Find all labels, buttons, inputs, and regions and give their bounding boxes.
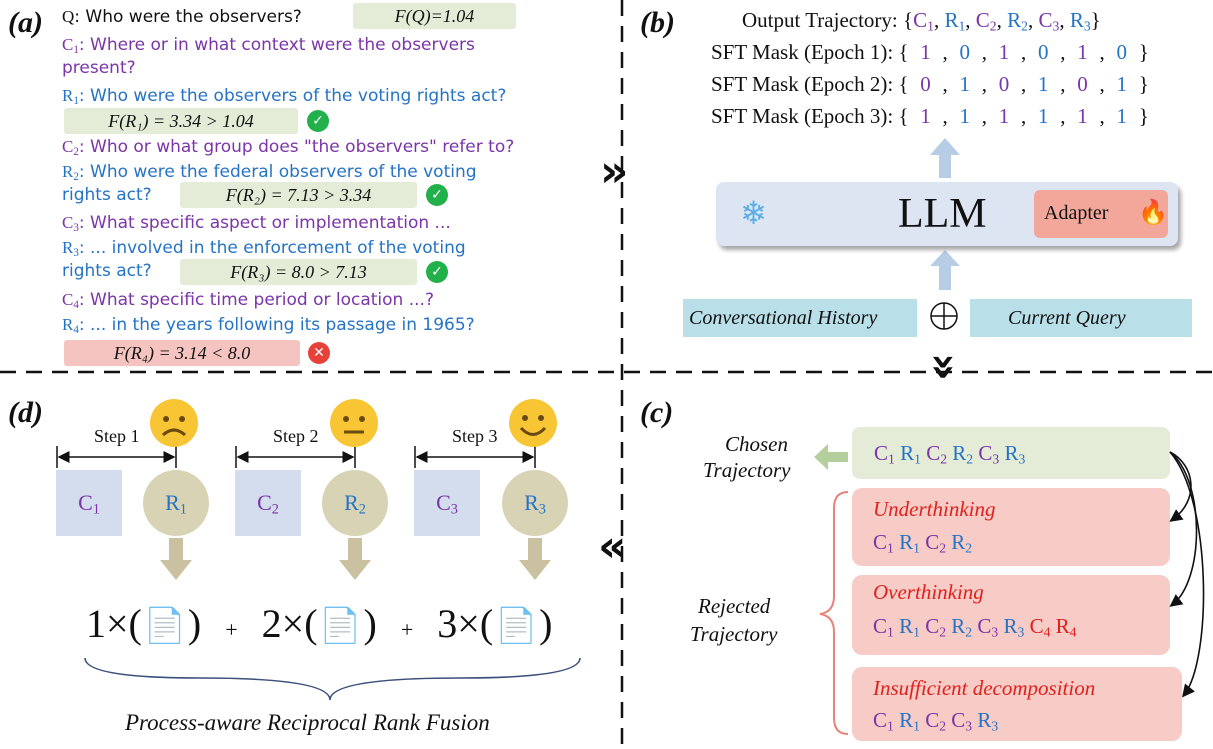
document-icon: 📄 bbox=[319, 606, 362, 646]
output-trajectory-row: Output Trajectory: {C1, R1, C2, R2, C3, … bbox=[742, 8, 1101, 34]
underthinking-label: Underthinking bbox=[873, 497, 996, 521]
query-line: Q: Who were the observers? bbox=[62, 5, 302, 29]
step2-label: Step 2 bbox=[273, 426, 319, 446]
check-icon: ✓ bbox=[426, 184, 448, 206]
history-box bbox=[683, 299, 917, 337]
rejected-label-2: Trajectory bbox=[690, 622, 778, 646]
fusion-caption: Process-aware Reciprocal Rank Fusion bbox=[125, 710, 490, 735]
panel-a-label: (a) bbox=[8, 6, 43, 39]
panel-d-label: (d) bbox=[8, 396, 43, 429]
check-icon: ✓ bbox=[426, 261, 448, 283]
c4-line: C4: What specific time period or locatio… bbox=[62, 290, 434, 311]
rrf-formula: 1×(📄) + 2×(📄) + 3×(📄) bbox=[86, 594, 553, 660]
chosen-arrow-icon bbox=[814, 444, 848, 470]
rejected-brace bbox=[819, 491, 849, 735]
chosen-label-1: Chosen bbox=[725, 432, 788, 456]
sft-mask-epoch1-row: SFT Mask (Epoch 1): {1,0,1,0,1,0} bbox=[711, 40, 1149, 64]
flow-right-icon: » bbox=[600, 146, 629, 197]
score-r4-box: F(R₄) = 3.14 < 8.0 bbox=[64, 340, 300, 366]
panel-c-label: (c) bbox=[640, 396, 674, 429]
query-label: Current Query bbox=[1008, 307, 1126, 329]
score-r3-box: F(R₃) = 8.0 > 7.13 bbox=[180, 259, 417, 285]
step1-label: Step 1 bbox=[94, 426, 140, 446]
overthinking-seq: C1 R1 C2 R2 C3 R3 C4 R4 bbox=[873, 614, 1077, 640]
sft-mask-epoch3-row: SFT Mask (Epoch 3): {1,1,1,1,1,1} bbox=[711, 104, 1149, 128]
score-r2-box: F(R₂) = 7.13 > 3.34 bbox=[180, 182, 417, 208]
insufficient-label: Insufficient decomposition bbox=[873, 676, 1096, 700]
c2-line: C2: Who or what group does "the observer… bbox=[62, 137, 515, 158]
r1-circle: R1 bbox=[143, 470, 209, 536]
document-icon: 📄 bbox=[143, 606, 187, 646]
history-label: Conversational History bbox=[689, 307, 878, 329]
concat-icon bbox=[928, 300, 958, 330]
rejected-label-1: Rejected bbox=[698, 594, 771, 618]
query-box bbox=[970, 299, 1192, 337]
document-icon: 📄 bbox=[495, 606, 538, 646]
score-q-box: F(Q)=1.04 bbox=[353, 3, 516, 29]
c2-square: C2 bbox=[235, 470, 301, 536]
flow-left-icon: « bbox=[598, 521, 627, 572]
snowflake-icon: ❄ bbox=[740, 194, 767, 232]
r3-line: R3: ... involved in the enforcement of t… bbox=[62, 238, 466, 259]
score-r1-box: F(R₁) = 3.34 > 1.04 bbox=[64, 108, 298, 134]
chosen-trajectory-box bbox=[852, 427, 1170, 479]
step-brackets bbox=[56, 446, 581, 701]
adapter-label: Adapter bbox=[1044, 202, 1109, 224]
step3-label: Step 3 bbox=[452, 426, 498, 446]
underthinking-seq: C1 R1 C2 R2 bbox=[873, 530, 973, 556]
chosen-trajectory-seq: C1 R1 C2 R2 C3 R3 bbox=[874, 441, 1026, 467]
query-text: : Who were the observers? bbox=[74, 7, 302, 27]
cross-icon: ✕ bbox=[308, 342, 330, 364]
check-icon: ✓ bbox=[307, 110, 329, 132]
c1-square: C1 bbox=[56, 470, 122, 536]
query-prefix: Q bbox=[62, 7, 75, 26]
c3-line: C3: What specific aspect or implementati… bbox=[62, 213, 451, 234]
chosen-label-2: Trajectory bbox=[703, 458, 791, 482]
underthinking-box bbox=[852, 488, 1170, 566]
overthinking-label: Overthinking bbox=[873, 580, 984, 604]
adapter-box: Adapter 🔥 bbox=[1034, 190, 1168, 238]
happy-face-icon bbox=[509, 399, 557, 447]
r3-line-2: rights act? bbox=[62, 261, 152, 281]
r2-circle: R2 bbox=[322, 470, 388, 536]
llm-label: LLM bbox=[898, 191, 987, 237]
r1-line: R1: Who were the observers of the voting… bbox=[62, 86, 507, 107]
sad-face-icon bbox=[150, 399, 198, 447]
fire-icon: 🔥 bbox=[1138, 198, 1168, 226]
overthinking-box bbox=[852, 575, 1170, 655]
r2-line-2: rights act? bbox=[62, 185, 152, 205]
insufficient-seq: C1 R1 C2 C3 R3 bbox=[873, 708, 999, 734]
r3-circle: R3 bbox=[502, 470, 568, 536]
r4-line: R4: ... in the years following its passa… bbox=[62, 315, 475, 336]
r2-line: R2: Who were the federal observers of th… bbox=[62, 162, 477, 183]
panel-b-label: (b) bbox=[640, 6, 675, 39]
c1-line: C1: Where or in what context were the ob… bbox=[62, 35, 475, 56]
c1-line-2: present? bbox=[62, 58, 136, 78]
insufficient-box bbox=[852, 667, 1182, 741]
c3-square: C3 bbox=[414, 470, 480, 536]
sft-mask-epoch2-row: SFT Mask (Epoch 2): {0,1,0,1,0,1} bbox=[711, 72, 1149, 96]
neutral-face-icon bbox=[330, 399, 378, 447]
